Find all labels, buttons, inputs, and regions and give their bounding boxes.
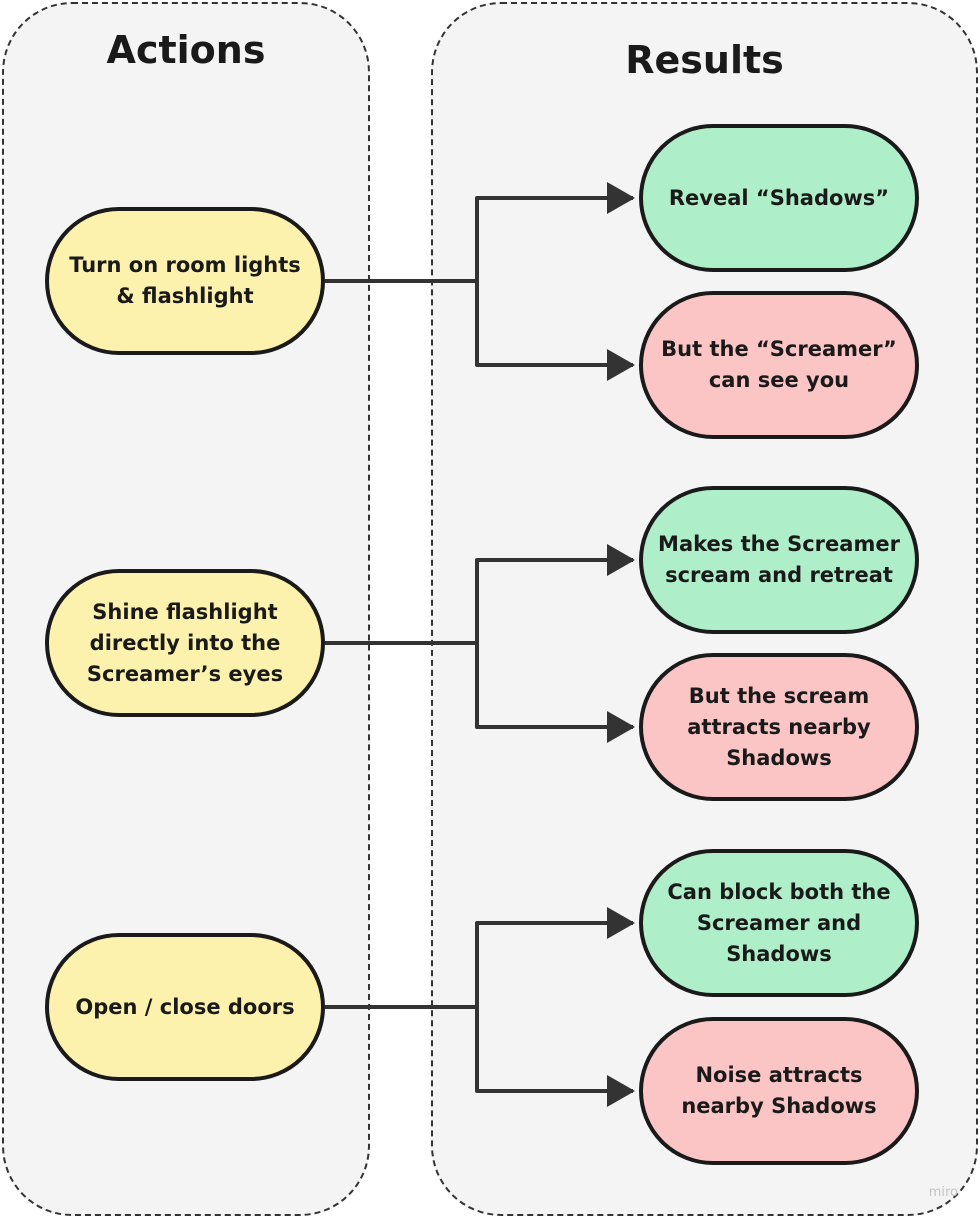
result-node-noise-attracts-label: Noise attracts nearby Shadows — [681, 1063, 877, 1118]
connector-action3-to-result6 — [475, 1007, 635, 1107]
result-node-noise-attracts: Noise attracts nearby Shadows — [639, 1017, 919, 1165]
result-node-scream-attracts-label: But the scream attracts nearby Shadows — [687, 683, 871, 770]
result-node-screamer-sees-label: But the “Screamer” can see you — [661, 337, 897, 392]
result-node-screamer-sees: But the “Screamer” can see you — [639, 291, 919, 439]
connector-action1-to-result2 — [475, 281, 635, 381]
results-lane-title: Results — [625, 38, 784, 82]
connector-action2-to-result3 — [325, 544, 635, 645]
connector-action1-to-result1 — [325, 182, 635, 283]
action-node-doors: Open / close doors — [45, 933, 325, 1081]
connector-action3-to-result5 — [325, 907, 635, 1009]
action-node-doors-label: Open / close doors — [75, 994, 295, 1019]
result-node-reveal-shadows-label: Reveal “Shadows” — [668, 185, 890, 210]
action-node-flashlight-label: Shine flashlight directly into the Screa… — [86, 599, 284, 686]
result-node-doors-block: Can block both the Screamer and Shadows — [639, 849, 919, 997]
result-node-reveal-shadows: Reveal “Shadows” — [639, 124, 919, 272]
connector-action2-to-result4 — [475, 643, 635, 743]
miro-watermark: miro — [928, 1185, 958, 1200]
result-node-doors-block-label: Can block both the Screamer and Shadows — [667, 879, 891, 966]
result-node-screamer-retreats: Makes the Screamer scream and retreat — [639, 486, 919, 634]
action-node-lights: Turn on room lights & flashlight — [45, 207, 325, 355]
action-node-lights-label: Turn on room lights & flashlight — [69, 253, 301, 308]
action-node-flashlight: Shine flashlight directly into the Screa… — [45, 569, 325, 717]
result-node-scream-attracts: But the scream attracts nearby Shadows — [639, 653, 919, 801]
result-node-screamer-retreats-label: Makes the Screamer scream and retreat — [658, 532, 900, 587]
actions-lane-title: Actions — [106, 28, 266, 72]
